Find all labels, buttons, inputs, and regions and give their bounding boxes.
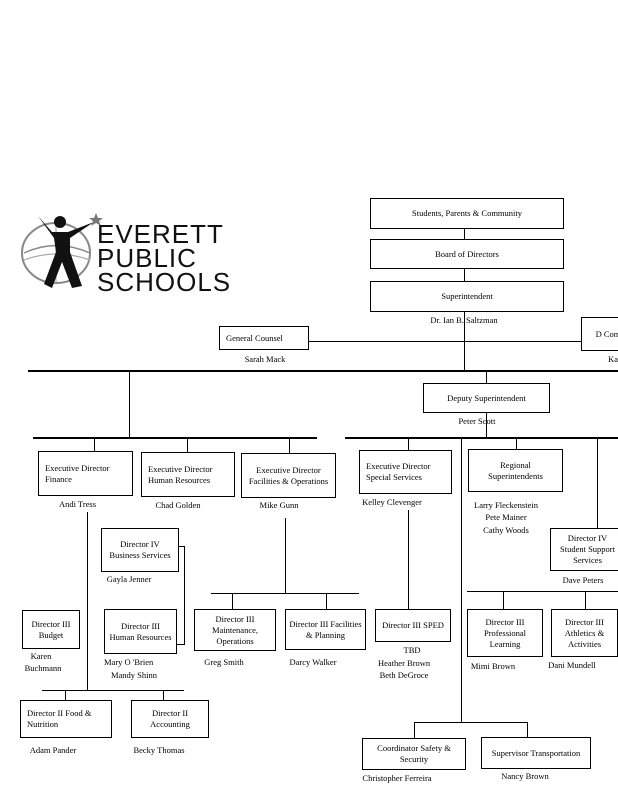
d3-hr-box: Director III Human Resources (104, 609, 177, 654)
d3-sped-name-2: Heather Brown (378, 658, 431, 668)
deputy-superintendent-box: Deputy Superintendent (423, 383, 550, 413)
connector (232, 593, 233, 609)
logo-figure-icon (21, 213, 103, 288)
coordinator-safety-box: Coordinator Safety & Security (362, 738, 466, 770)
ed-facilities-name: Mike Gunn (259, 500, 299, 510)
logo-line3: SCHOOLS (97, 267, 232, 297)
left-bus-line (33, 437, 317, 439)
connector (285, 518, 286, 593)
regional-name-2: Pete Mainer (485, 512, 527, 522)
d3-budget-name-1: Karen (30, 651, 52, 661)
connector (408, 438, 409, 450)
connector (464, 269, 465, 281)
connector (184, 546, 185, 644)
connector (163, 690, 164, 700)
connector (408, 510, 409, 609)
communications-box-partial: D Comm (581, 317, 618, 351)
regional-name-3: Cathy Woods (483, 525, 529, 535)
general-counsel-box: General Counsel (219, 326, 309, 350)
d3-hr-name-1: Mary O 'Brien (104, 657, 154, 667)
connector (187, 438, 188, 452)
d3-budget-box: Director III Budget (22, 610, 80, 649)
connector (65, 690, 66, 700)
d4-student-support-box: Director IV Student Support Services (550, 528, 618, 571)
d4-student-support-name: Dave Peters (562, 575, 604, 585)
top-bus-line (28, 370, 618, 372)
regional-superintendents-box: Regional Superintendents (468, 449, 563, 492)
connector (211, 593, 359, 594)
logo-line2: PUBLIC (97, 243, 197, 273)
connector (326, 593, 327, 609)
ed-finance-name: Andi Tress (58, 499, 97, 509)
d3-athletics-name: Dani Mundell (548, 660, 596, 670)
connector (527, 722, 528, 738)
connector (461, 438, 462, 722)
regional-name-1: Larry Fleckenstein (474, 500, 538, 510)
connector (289, 438, 290, 453)
logo-wordmark: EVERETT PUBLIC SCHOOLS (97, 219, 232, 297)
d3-facilities-box: Director III Facilities & Planning (285, 609, 366, 650)
coordinator-safety-name: Christopher Ferreira (362, 773, 432, 783)
right-bus-line (345, 437, 618, 439)
ed-special-services-name: Kelley Clevenger (362, 497, 422, 507)
d3-budget-name-2: Buchmann (24, 663, 62, 673)
d2-accounting-name: Becky Thomas (133, 745, 185, 755)
d3-professional-learning-name: Mimi Brown (470, 661, 516, 671)
d3-facilities-name: Darcy Walker (289, 657, 337, 667)
connector (467, 591, 618, 592)
connector (486, 413, 487, 437)
connector (414, 722, 528, 723)
superintendent-box: Superintendent (370, 281, 564, 312)
connector (129, 371, 130, 437)
d3-athletics-box: Director III Athletics & Activities (551, 609, 618, 657)
d2-food-nutrition-name: Adam Pander (29, 745, 77, 755)
district-logo (18, 208, 228, 298)
d4-business-box: Director IV Business Services (101, 528, 179, 572)
d3-sped-name-1: TBD (403, 645, 421, 655)
d3-sped-name-3: Beth DeGroce (379, 670, 429, 680)
connector (177, 644, 185, 645)
d3-maintenance-name: Greg Smith (204, 657, 244, 667)
supervisor-transportation-box: Supervisor Transportation (481, 737, 591, 769)
deputy-name: Peter Scott (458, 416, 496, 426)
ed-hr-box: Executive Director Human Resources (141, 452, 235, 497)
connector (585, 591, 586, 609)
logo-line1: EVERETT (97, 219, 224, 249)
connector (486, 371, 487, 383)
connector (309, 341, 581, 342)
ed-facilities-box: Executive Director Facilities & Operatio… (241, 453, 336, 498)
connector (87, 512, 88, 690)
connector (516, 438, 517, 449)
d2-accounting-box: Director II Accounting (131, 700, 209, 738)
connector (94, 438, 95, 451)
d3-sped-box: Director III SPED (375, 609, 451, 642)
community-box: Students, Parents & Community (370, 198, 564, 229)
board-box: Board of Directors (370, 239, 564, 269)
connector (414, 722, 415, 738)
ed-finance-box: Executive Director Finance (38, 451, 133, 496)
d3-hr-name-2: Mandy Shinn (110, 670, 158, 680)
d3-maintenance-box: Director III Maintenance, Operations (194, 609, 276, 651)
connector (179, 546, 185, 547)
connector (42, 690, 184, 691)
ed-special-services-box: Executive Director Special Services (359, 450, 452, 494)
superintendent-name: Dr. Ian B. Saltzman (430, 315, 498, 325)
d4-business-name: Gayla Jenner (106, 574, 152, 584)
communications-name-partial: Ka (608, 354, 618, 364)
d3-professional-learning-box: Director III Professional Learning (467, 609, 543, 657)
connector (503, 591, 504, 609)
supervisor-transportation-name: Nancy Brown (501, 771, 549, 781)
general-counsel-name: Sarah Mack (244, 354, 286, 364)
connector (464, 229, 465, 239)
d2-food-nutrition-box: Director II Food & Nutrition (20, 700, 112, 738)
connector (597, 438, 598, 528)
ed-hr-name: Chad Golden (155, 500, 201, 510)
